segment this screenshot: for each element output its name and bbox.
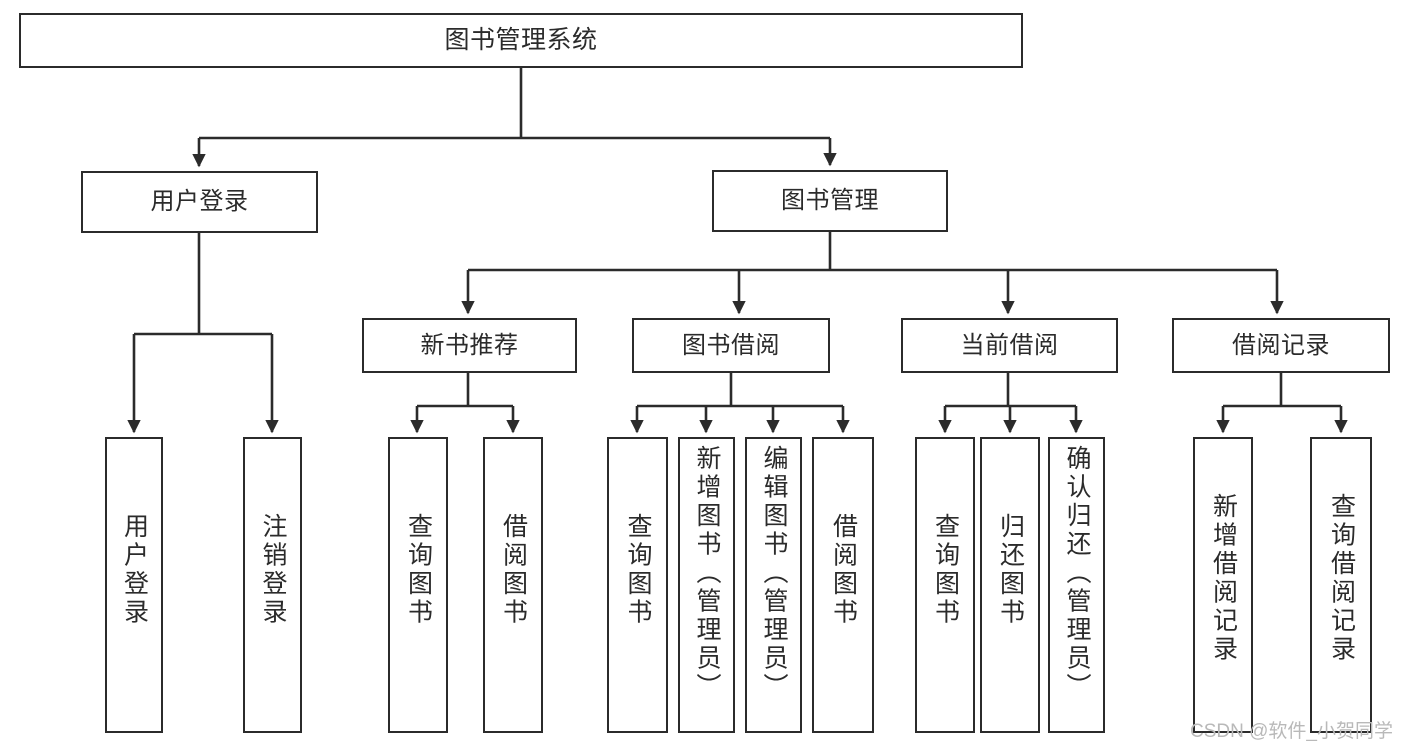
leaf-borrow-book-label: 借阅图书 <box>829 513 858 627</box>
leaf-query-borrow-record[interactable]: 查询借阅记录 <box>1310 437 1372 733</box>
leaf-query-borrow-record-label: 查询借阅记录 <box>1327 493 1356 664</box>
node-current-borrow-label: 当前借阅 <box>960 331 1059 359</box>
leaf-user-login[interactable]: 用户登录 <box>105 437 163 733</box>
leaf-edit-book-admin-label: 编辑图书（管理员） <box>760 445 788 702</box>
leaf-borrow-book[interactable]: 借阅图书 <box>812 437 874 733</box>
node-book-management[interactable]: 图书管理 <box>712 170 948 232</box>
leaf-query-book-current[interactable]: 查询图书 <box>915 437 975 733</box>
leaf-borrow-book-newbook[interactable]: 借阅图书 <box>483 437 543 733</box>
node-book-management-label: 图书管理 <box>781 187 879 215</box>
node-user-login-label: 用户登录 <box>150 188 249 216</box>
leaf-query-book-newbook[interactable]: 查询图书 <box>388 437 448 733</box>
leaf-logout-label: 注销登录 <box>259 513 287 627</box>
leaf-add-borrow-record[interactable]: 新增借阅记录 <box>1193 437 1253 733</box>
node-book-borrow-label: 图书借阅 <box>682 331 780 359</box>
node-book-borrow[interactable]: 图书借阅 <box>632 318 830 373</box>
node-user-login[interactable]: 用户登录 <box>81 171 318 233</box>
node-current-borrow[interactable]: 当前借阅 <box>901 318 1118 373</box>
leaf-add-book-admin-label: 新增图书（管理员） <box>693 445 721 702</box>
leaf-confirm-return-admin-label: 确认归还（管理员） <box>1063 445 1091 702</box>
node-root-label: 图书管理系统 <box>444 26 598 54</box>
node-root[interactable]: 图书管理系统 <box>19 13 1023 68</box>
leaf-add-book-admin[interactable]: 新增图书（管理员） <box>678 437 735 733</box>
leaf-query-book-borrow[interactable]: 查询图书 <box>607 437 668 733</box>
node-new-book-recommend[interactable]: 新书推荐 <box>362 318 577 373</box>
leaf-query-book-current-label: 查询图书 <box>931 513 960 627</box>
leaf-query-book-newbook-label: 查询图书 <box>404 513 433 627</box>
leaf-confirm-return-admin[interactable]: 确认归还（管理员） <box>1048 437 1105 733</box>
leaf-logout[interactable]: 注销登录 <box>243 437 302 733</box>
watermark: CSDN @软件_小贺同学 <box>1190 721 1393 742</box>
leaf-borrow-book-newbook-label: 借阅图书 <box>499 513 528 627</box>
node-new-book-recommend-label: 新书推荐 <box>420 331 519 359</box>
leaf-return-book-label: 归还图书 <box>996 513 1025 627</box>
leaf-return-book[interactable]: 归还图书 <box>980 437 1040 733</box>
node-borrow-records-label: 借阅记录 <box>1232 331 1330 359</box>
node-borrow-records[interactable]: 借阅记录 <box>1172 318 1390 373</box>
leaf-user-login-label: 用户登录 <box>120 513 149 627</box>
leaf-add-borrow-record-label: 新增借阅记录 <box>1209 493 1238 664</box>
leaf-query-book-borrow-label: 查询图书 <box>624 513 652 627</box>
leaf-edit-book-admin[interactable]: 编辑图书（管理员） <box>745 437 802 733</box>
